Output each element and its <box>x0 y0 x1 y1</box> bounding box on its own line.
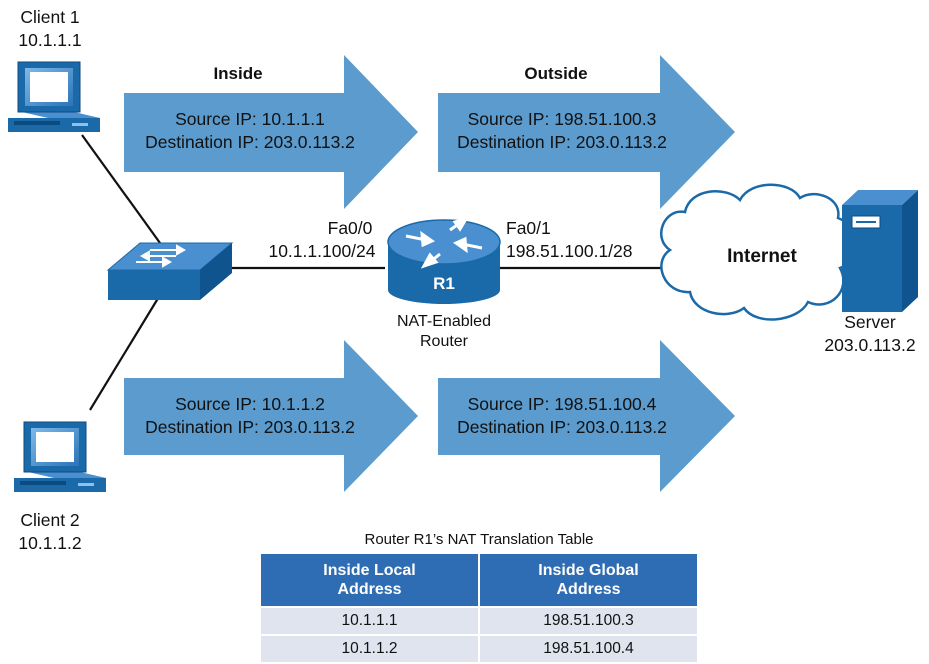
packet-1-destination: Destination IP: 203.0.113.2 <box>145 132 355 152</box>
client-1-name: Client 1 <box>20 7 79 27</box>
link-client2-switch <box>89 294 161 411</box>
packet-3-destination: Destination IP: 203.0.113.2 <box>145 417 355 437</box>
header-inside-local-line1: Inside Local <box>323 562 416 579</box>
packet-arrow-outside-2: Source IP: 198.51.100.4 Destination IP: … <box>438 340 735 492</box>
internet-label: Internet <box>727 246 797 267</box>
link-client1-switch <box>81 134 161 244</box>
packet-arrow-inside-1: Inside Source IP: 10.1.1.1 Destination I… <box>124 55 418 209</box>
router-if-inside-ip: 10.1.1.100/24 <box>268 241 375 261</box>
router-name: R1 <box>433 274 455 293</box>
table-row: 10.1.1.2 198.51.100.4 <box>259 634 699 664</box>
table-cell-inside-local: 10.1.1.1 <box>259 606 480 636</box>
router-desc-line2: Router <box>420 333 469 350</box>
table-row: 10.1.1.1 198.51.100.3 <box>259 606 699 636</box>
links <box>81 134 662 411</box>
nat-table-title: Router R1’s NAT Translation Table <box>364 531 594 548</box>
client-1-ip: 10.1.1.1 <box>18 30 81 50</box>
internet-cloud-icon: Internet <box>659 183 856 321</box>
header-inside-global-line1: Inside Global <box>538 562 639 579</box>
router-r1-icon: R1 <box>387 216 501 304</box>
table-cell-inside-local: 10.1.1.2 <box>259 634 480 664</box>
packet-4-source: Source IP: 198.51.100.4 <box>468 394 657 414</box>
packet-arrow-inside-2: Source IP: 10.1.1.2 Destination IP: 203.… <box>124 340 418 492</box>
packet-arrow-outside-1: Outside Source IP: 198.51.100.3 Destinat… <box>438 55 735 209</box>
client-2-computer-icon <box>14 421 106 492</box>
client-2-ip: 10.1.1.2 <box>18 533 81 553</box>
packet-3-source: Source IP: 10.1.1.2 <box>175 394 325 414</box>
client-2-name: Client 2 <box>20 510 79 530</box>
table-cell-inside-global: 198.51.100.4 <box>478 634 699 664</box>
table-cell-inside-global: 198.51.100.3 <box>478 606 699 636</box>
packet-1-source: Source IP: 10.1.1.1 <box>175 109 325 129</box>
router-labels: Fa0/0 10.1.1.100/24 Fa0/1 198.51.100.1/2… <box>268 218 632 350</box>
client-1-label: Client 1 10.1.1.1 <box>18 7 81 50</box>
server-label: Server 203.0.113.2 <box>824 312 915 355</box>
header-inside-local-line2: Address <box>337 581 402 598</box>
server-icon <box>842 190 918 312</box>
switch-icon <box>106 242 234 300</box>
router-if-inside-name: Fa0/0 <box>328 218 373 238</box>
zone-label-inside: Inside <box>213 64 262 83</box>
table-header-row: Inside Local Address Inside Global Addre… <box>259 552 699 608</box>
router-if-outside-name: Fa0/1 <box>506 218 551 238</box>
packet-2-source: Source IP: 198.51.100.3 <box>468 109 657 129</box>
server-ip: 203.0.113.2 <box>824 335 915 355</box>
packet-2-destination: Destination IP: 203.0.113.2 <box>457 132 667 152</box>
router-if-outside-ip: 198.51.100.1/28 <box>506 241 633 261</box>
nat-translation-table: Inside Local Address Inside Global Addre… <box>259 552 699 664</box>
client-2-label: Client 2 10.1.1.2 <box>18 510 81 553</box>
server-name: Server <box>844 312 896 332</box>
header-inside-global: Inside Global Address <box>478 552 699 608</box>
client-1-computer-icon <box>8 61 100 132</box>
header-inside-local: Inside Local Address <box>259 552 480 608</box>
header-inside-global-line2: Address <box>556 581 621 598</box>
zone-label-outside: Outside <box>524 64 587 83</box>
packet-4-destination: Destination IP: 203.0.113.2 <box>457 417 667 437</box>
router-desc-line1: NAT-Enabled <box>397 313 491 330</box>
